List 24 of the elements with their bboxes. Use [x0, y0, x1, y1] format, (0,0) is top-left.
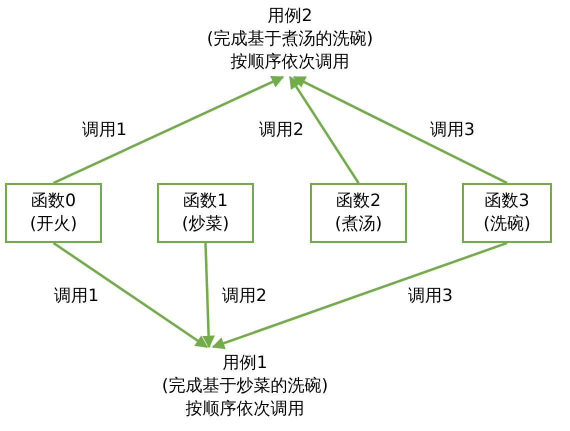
function-name: 函数2: [336, 190, 381, 213]
use-case-note: (完成基于煮汤的洗碗): [206, 28, 374, 51]
function-name: 函数3: [484, 190, 530, 213]
function-name: 函数0: [31, 190, 76, 213]
function-box: [5, 183, 102, 243]
function-box: [462, 183, 552, 243]
function-box: [157, 183, 254, 243]
function-name: 函数1: [183, 190, 228, 213]
arrow: [52, 76, 284, 184]
use-case-note: (完成基于炒菜的洗碗): [162, 374, 328, 398]
arrow: [202, 242, 215, 348]
function-note: (洗碗): [483, 213, 531, 236]
use-case-title: 用例1: [222, 352, 268, 374]
use-case-note: 按顺序依次调用: [186, 398, 304, 420]
use-case-title: 用例2: [268, 5, 312, 28]
arrow: [288, 76, 360, 184]
function-box: [310, 183, 407, 243]
use-case-note: 按顺序依次调用: [230, 51, 350, 74]
arrow: [52, 242, 208, 348]
arrow: [292, 76, 508, 184]
function-note: (煮汤): [334, 213, 382, 236]
function-note: (炒菜): [182, 213, 230, 236]
function-note: (开火): [30, 213, 78, 236]
arrow: [212, 242, 508, 350]
